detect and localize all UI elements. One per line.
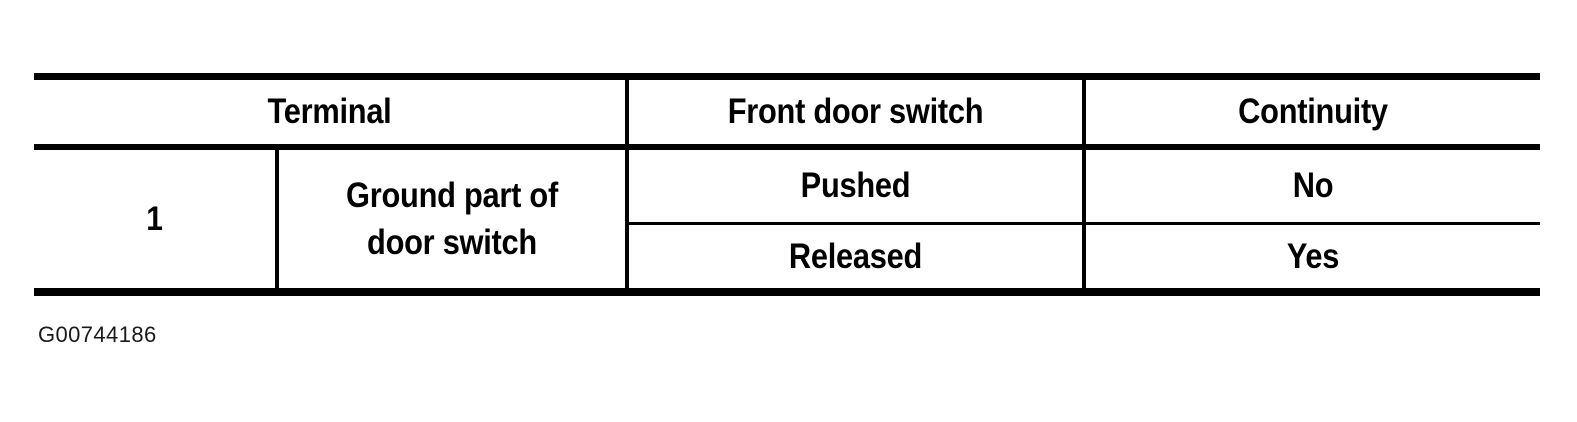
header-continuity: Continuity xyxy=(1238,92,1388,132)
header-terminal: Terminal xyxy=(267,92,392,132)
table-bottom-border xyxy=(34,288,1540,296)
table-top-border xyxy=(34,73,1540,80)
cell-switch-state-released: Released xyxy=(788,236,923,276)
header-front-door-switch: Front door switch xyxy=(727,92,984,132)
cell-continuity-released: Yes xyxy=(1286,236,1340,276)
cell-switch-state-pushed: Pushed xyxy=(800,166,911,206)
cell-continuity-pushed: No xyxy=(1292,166,1334,206)
figure-caption: G00744186 xyxy=(38,322,157,347)
cell-terminal-description: Ground part of door switch xyxy=(346,175,558,262)
column-divider-terminal-inner xyxy=(275,144,279,296)
continuity-table: Terminal Front door switch Continuity 1 … xyxy=(34,73,1540,296)
column-divider-switch-continuity xyxy=(1082,73,1086,296)
cell-terminal-number: 1 xyxy=(146,199,163,238)
column-divider-terminal-switch xyxy=(625,73,629,296)
table-header-separator xyxy=(34,144,1540,150)
